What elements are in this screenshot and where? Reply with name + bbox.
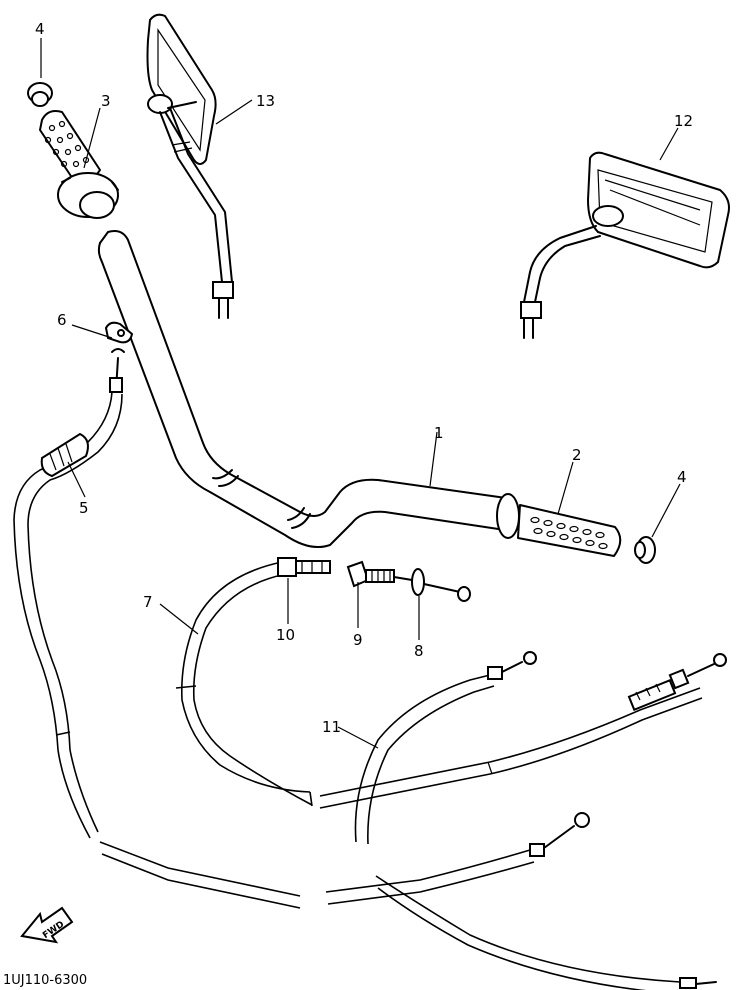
callout-11: 11 [322, 718, 341, 736]
callout-1: 1 [434, 424, 444, 442]
part-code: 1UJ110-6300 [3, 973, 87, 988]
handlebar [97, 230, 520, 548]
mirror-left [146, 13, 234, 319]
callout-6: 6 [57, 311, 67, 329]
callout-13: 13 [256, 92, 275, 110]
callout-12: 12 [674, 112, 693, 130]
callout-9: 9 [353, 631, 363, 649]
left-grip [39, 110, 119, 219]
callout-4-right: 4 [677, 468, 687, 486]
callout-7: 7 [143, 593, 153, 611]
throttle-cable [13, 357, 123, 839]
cable-11 [319, 653, 727, 809]
callout-2: 2 [572, 446, 582, 464]
callout-4-left: 4 [35, 20, 45, 38]
bar-end-cap-left [27, 82, 53, 107]
cable-brake-upper [354, 651, 537, 845]
cable-7 [175, 557, 331, 807]
callout-3: 3 [101, 92, 111, 110]
cable-adjuster [346, 560, 471, 602]
cable-bracket [104, 321, 134, 353]
bar-end-cap-right [634, 536, 656, 564]
cable-lower [99, 812, 717, 990]
forward-arrow-icon: FWD [20, 906, 74, 944]
callout-labels: 4 3 13 12 6 1 2 4 5 7 10 9 8 11 [35, 20, 693, 736]
mirror-right [520, 151, 730, 339]
callout-10: 10 [276, 626, 295, 644]
right-grip [517, 504, 622, 557]
leader-lines [40, 38, 681, 749]
callout-5: 5 [79, 499, 89, 517]
callout-8: 8 [414, 642, 424, 660]
